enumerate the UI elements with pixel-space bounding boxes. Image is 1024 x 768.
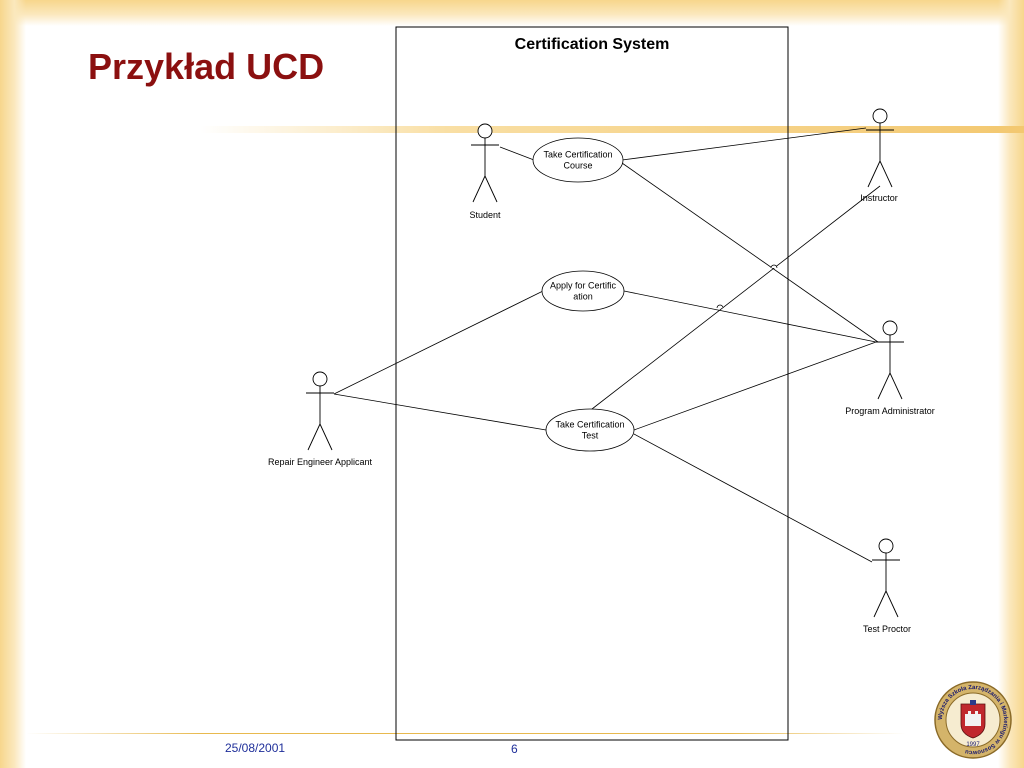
association-line-program-administrator-apply <box>623 290 877 343</box>
actor-leg-left <box>877 372 891 400</box>
use-case-label-line: Take Certification <box>543 150 612 160</box>
college-seal-logo: Wyższa Szkoła Zarządzania i Marketingu w… <box>934 681 1012 759</box>
use-case-label-line: Test <box>582 431 599 441</box>
actor-program-administrator: Program Administrator <box>845 320 935 416</box>
actor-head <box>312 371 328 387</box>
association-line-test-proctor-take-test <box>633 433 873 563</box>
line-crossing-hop <box>770 264 778 269</box>
actor-leg-right <box>889 372 903 400</box>
actor-head <box>882 320 898 336</box>
use-case-ellipse <box>532 137 624 183</box>
actor-head <box>878 538 894 554</box>
association-line-student-take-course <box>499 146 535 161</box>
actor-leg-right <box>885 590 899 618</box>
association-line-instructor-take-course <box>621 127 867 161</box>
actor-leg-left <box>307 423 321 451</box>
use-case-label-line: Course <box>563 161 592 171</box>
use-case-ellipse <box>541 270 625 312</box>
actor-leg-right <box>879 160 893 188</box>
association-line-program-administrator-take-test <box>633 341 877 431</box>
actor-head <box>872 108 888 124</box>
title-rule <box>200 126 1024 133</box>
footer-rule <box>26 733 906 734</box>
use-case-label-line: Take Certification <box>555 420 624 430</box>
association-line-repair-engineer-applicant-take-test <box>333 393 547 431</box>
line-crossing-hop <box>716 304 724 309</box>
seal-year: 1997 <box>966 742 980 748</box>
actor-leg-right <box>319 423 333 451</box>
actor-repair-engineer-applicant: Repair Engineer Applicant <box>268 371 373 467</box>
system-name: Certification System <box>515 36 670 53</box>
actor-label: Student <box>469 210 501 220</box>
actor-head <box>477 123 493 139</box>
actor-label: Program Administrator <box>845 406 935 416</box>
actor-test-proctor: Test Proctor <box>863 538 911 634</box>
association-line-instructor-take-test <box>591 185 881 410</box>
actor-leg-left <box>873 590 887 618</box>
actor-instructor: Instructor <box>860 108 898 203</box>
actor-leg-left <box>867 160 881 188</box>
actor-label: Test Proctor <box>863 624 911 634</box>
actor-label: Instructor <box>860 193 898 203</box>
association-line-repair-engineer-applicant-apply <box>333 290 544 395</box>
actor-leg-right <box>484 175 498 203</box>
footer-date: 25/08/2001 <box>225 741 286 755</box>
actor-leg-left <box>472 175 486 203</box>
actor-label: Repair Engineer Applicant <box>268 457 373 467</box>
association-line-program-administrator-take-course <box>621 162 879 343</box>
actor-student: Student <box>469 123 501 220</box>
page-number: 6 <box>511 742 518 756</box>
use-case-apply: Apply for Certification <box>541 270 625 312</box>
associations <box>333 127 881 563</box>
system-boundary <box>395 26 789 741</box>
slide-title: Przykład UCD <box>88 46 325 87</box>
use-case-ellipse <box>545 408 635 452</box>
castle-icon <box>965 711 981 726</box>
crown-icon <box>970 700 976 705</box>
use-case-label-line: Apply for Certific <box>550 281 617 291</box>
use-case-label-line: ation <box>573 292 593 302</box>
